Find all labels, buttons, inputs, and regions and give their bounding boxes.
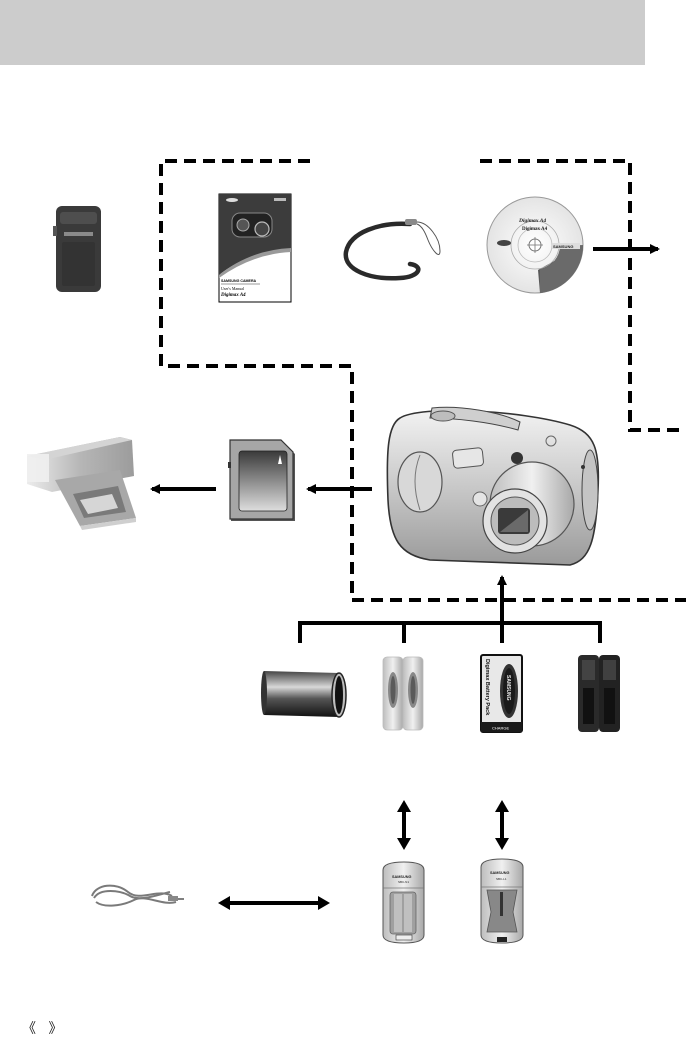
cd-title-text: Digimax A4 — [518, 218, 546, 224]
battery-lithium-image — [261, 671, 346, 717]
camera-image — [387, 407, 598, 565]
battery-pack-image: Digimax Battery Pack SAMSUNG CHARGE — [481, 655, 522, 732]
battery-aa-silver-image — [383, 657, 423, 730]
camera-case-image — [53, 206, 101, 292]
manual-brand-text: SAMSUNG CAMERA — [221, 279, 257, 283]
cd-subtitle-text: Digimax A4 — [522, 227, 548, 232]
charger-2-model: SBC-L1 — [496, 877, 507, 881]
charger-1-brand: SAMSUNG — [392, 875, 411, 879]
charger-2-image: SAMSUNG SBC-L1 — [481, 859, 523, 943]
battery-pack-charge-text: CHARGE — [492, 726, 509, 731]
arrow-cord-to-charger — [218, 896, 330, 910]
charger-1-image: SAMSUNG SBC-N1 — [383, 862, 424, 943]
battery-bracket — [300, 623, 600, 643]
battery-aa-dark-image — [578, 655, 620, 732]
arrow-batteries-to-charger-2 — [495, 800, 509, 850]
battery-pack-brand: SAMSUNG — [505, 675, 511, 701]
charger-2-brand: SAMSUNG — [490, 871, 509, 875]
cd-brand-text: SAMSUNG — [553, 244, 573, 249]
battery-pack-text: Digimax Battery Pack — [484, 659, 490, 716]
wrist-strap-image — [346, 219, 440, 278]
manual-title-text: User's Manual — [221, 286, 245, 291]
printer-image — [27, 437, 136, 530]
sd-card-image — [228, 440, 295, 521]
software-cd-image: Digimax A4 Digimax A4 SAMSUNG — [487, 197, 583, 293]
user-manual-image: SAMSUNG CAMERA User's Manual Digimax A4 — [219, 194, 291, 302]
manual-model-text: Digimax A4 — [220, 293, 246, 298]
arrow-batteries-to-charger-1 — [397, 800, 411, 850]
charger-1-model: SBC-N1 — [398, 880, 409, 884]
ac-cord-image — [92, 886, 184, 906]
page-footer: 《 》 — [22, 1018, 66, 1038]
